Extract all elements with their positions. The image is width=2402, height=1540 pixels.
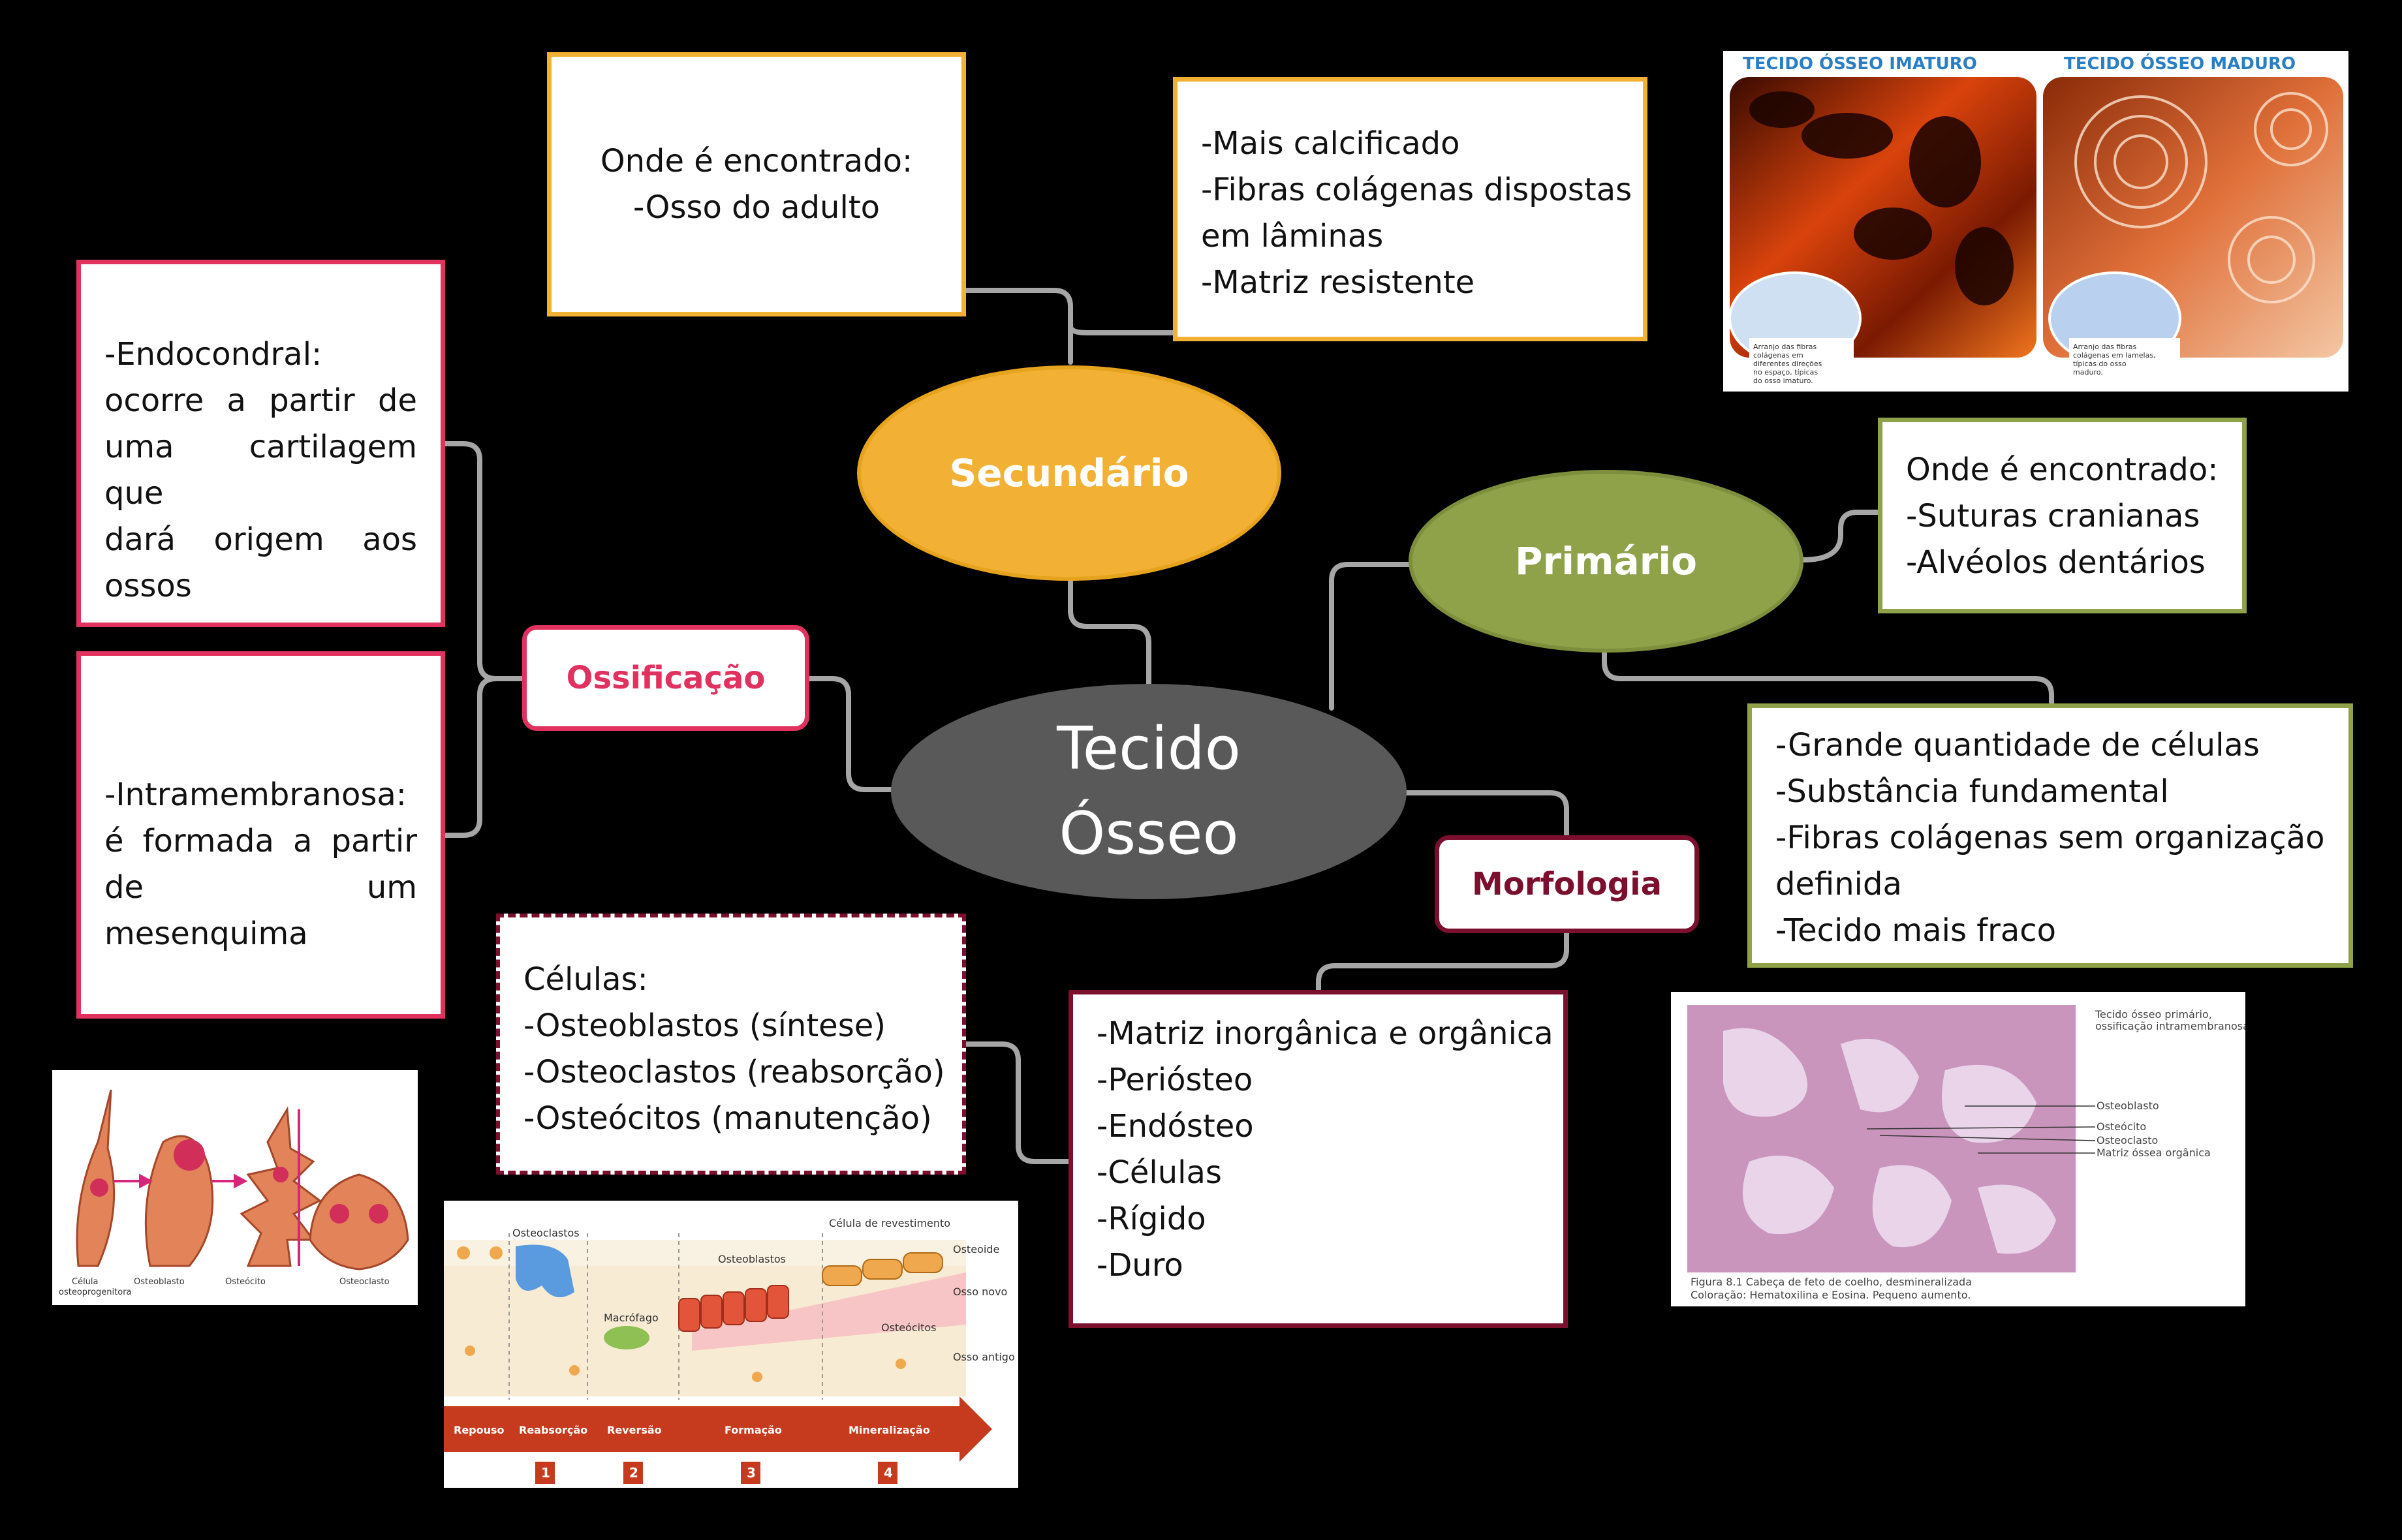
histology-label: Osteócito (2097, 1120, 2146, 1133)
secundario-feature-line: em lâminas (1201, 218, 1384, 254)
cells-line: -Osteoblastos (síntese) (523, 1008, 886, 1044)
center-title-line2: Ósseo (1059, 799, 1239, 868)
endocondral-line: uma cartilagem que (104, 429, 417, 512)
cells-line: Células: (523, 961, 648, 998)
primario-location-line: -Alvéolos dentários (1906, 544, 2206, 581)
primario-label: Primário (1515, 539, 1697, 583)
secundario-features-box: -Mais calcificado -Fibras colágenas disp… (1173, 77, 1647, 341)
endocondral-line: -Endocondral: (104, 336, 322, 373)
mature-caption-line: Arranjo das fibras (2073, 343, 2136, 351)
histology-label: Matriz óssea orgânica (2097, 1147, 2211, 1159)
primario-feature-line: -Substância fundamental (1775, 773, 2169, 810)
intramembranosa-line: de um mesenquima (104, 869, 417, 952)
primario-location-line: -Suturas cranianas (1906, 498, 2200, 534)
primario-feature-line: -Grande quantidade de células (1775, 727, 2260, 763)
morfologia-component-line: -Células (1097, 1154, 1222, 1191)
secundario-location-line: Onde é encontrado: (600, 143, 913, 179)
histology-label: Osteoclasto (2097, 1134, 2158, 1147)
intramembranosa-box: -Intramembranosa: é formada a partir de … (76, 651, 445, 1019)
remodel-step-number: 3 (747, 1465, 756, 1481)
immature-caption-line: do osso imaturo. (1753, 377, 1813, 385)
cell-label: Osteoclasto (339, 1277, 390, 1287)
remodel-label: Osteoclastos (512, 1227, 580, 1239)
secundario-feature-line: -Mais calcificado (1201, 125, 1460, 162)
intramembranosa-line: -Intramembranosa: (104, 777, 407, 813)
remodeling-figure: Osteoclastos Macrófago Osteoblastos Célu… (444, 1201, 1018, 1488)
center-title-line1: Tecido (1057, 715, 1241, 783)
remodel-label: Osso antigo (953, 1351, 1015, 1363)
remodel-phase: Formação (725, 1424, 782, 1436)
histology-title-line: Tecido ósseo primário, (2095, 1008, 2212, 1021)
remodel-label: Macrófago (604, 1312, 659, 1324)
endocondral-line: ossos (104, 568, 192, 604)
morfologia-component-line: -Rígido (1097, 1201, 1206, 1237)
morfologia-component-line: -Endósteo (1097, 1108, 1254, 1145)
morfologia-label: Morfologia (1472, 866, 1662, 902)
immature-caption-line: colágenas em (1753, 351, 1803, 360)
morfologia-node: Morfologia (1435, 835, 1699, 933)
ossificacao-node: Ossificação (522, 625, 809, 731)
morfologia-component-line: -Periósteo (1097, 1062, 1253, 1098)
morfologia-component-line: -Matriz inorgânica e orgânica (1097, 1015, 1553, 1052)
remodel-label: Osteócitos (881, 1321, 936, 1334)
primario-location-box: Onde é encontrado: -Suturas cranianas -A… (1878, 418, 2247, 613)
secundario-feature-line: -Fibras colágenas dispostas (1201, 172, 1632, 208)
remodel-label: Célula de revestimento (829, 1217, 950, 1229)
secundario-location-box: Onde é encontrado: -Osso do adulto (547, 52, 966, 316)
cell-label: osteoprogenitora (59, 1287, 132, 1297)
mature-caption-line: maduro. (2073, 368, 2103, 377)
secundario-location-line: -Osso do adulto (633, 189, 880, 226)
morfologia-component-line: -Duro (1097, 1247, 1183, 1284)
histology-caption-line: Figura 8.1 Cabeça de feto de coelho, des… (1691, 1276, 1972, 1288)
cells-line: -Osteócitos (manutenção) (523, 1100, 932, 1137)
secundario-feature-line: -Matriz resistente (1201, 264, 1475, 301)
mature-title: TECIDO ÓSSEO MADURO (2064, 53, 2296, 74)
histology-figure: Tecido ósseo primário, ossificação intra… (1671, 992, 2245, 1306)
remodel-label: Osteoide (953, 1243, 999, 1255)
remodel-label: Osso novo (953, 1286, 1007, 1298)
primario-location-line: Onde é encontrado: (1906, 452, 2219, 488)
primario-feature-line: definida (1775, 866, 1902, 902)
remodel-phase: Repouso (454, 1424, 505, 1436)
remodel-phase: Reversão (607, 1424, 662, 1436)
primario-feature-line: -Tecido mais fraco (1775, 912, 2057, 949)
immature-caption-line: diferentes direções (1753, 360, 1822, 368)
remodel-step-number: 2 (629, 1465, 638, 1481)
primario-node: Primário (1409, 470, 1803, 653)
mature-caption-line: colágenas em lamelas, (2073, 351, 2156, 360)
morfologia-cells-box: Células: -Osteoblastos (síntese) -Osteoc… (496, 914, 966, 1175)
immature-title: TECIDO ÓSSEO IMATURO (1743, 53, 1977, 74)
ossificacao-label: Ossificação (566, 660, 766, 696)
morfologia-components-box: -Matriz inorgânica e orgânica -Periósteo… (1068, 990, 1568, 1328)
endocondral-line: dará origem aos (104, 521, 417, 558)
cell-label: Osteoblasto (134, 1277, 185, 1287)
cell-label: Célula (72, 1277, 99, 1287)
endocondral-box: -Endocondral: ocorre a partir de uma car… (76, 260, 445, 627)
bone-types-figure: TECIDO ÓSSEO IMATURO TECIDO ÓSSEO MADURO… (1723, 51, 2348, 392)
center-node: Tecido Ósseo (891, 684, 1407, 899)
histology-caption-line: Coloração: Hematoxilina e Eosina. Pequen… (1691, 1289, 1971, 1301)
immature-caption-line: Arranjo das fibras (1753, 343, 1817, 351)
secundario-label: Secundário (949, 451, 1189, 495)
intramembranosa-line: é formada a partir (104, 823, 417, 859)
secundario-node: Secundário (857, 365, 1281, 581)
remodel-step-number: 1 (541, 1465, 550, 1481)
histology-label: Osteoblasto (2097, 1100, 2159, 1112)
primario-feature-line: -Fibras colágenas sem organização (1775, 820, 2325, 856)
remodel-phase: Reabsorção (519, 1424, 587, 1436)
cells-line: -Osteoclastos (reabsorção) (523, 1054, 945, 1090)
bone-cells-figure: Célula osteoprogenitora Osteoblasto Oste… (52, 1070, 418, 1305)
remodel-phase: Mineralização (849, 1424, 930, 1436)
cell-label: Osteócito (225, 1277, 266, 1287)
primario-features-box: -Grande quantidade de células -Substânci… (1747, 703, 2353, 968)
endocondral-line: ocorre a partir de (104, 382, 417, 419)
immature-caption-line: no espaço, típicas (1753, 368, 1818, 377)
remodel-label: Osteoblastos (718, 1253, 786, 1265)
mature-caption-line: típicas do osso (2073, 360, 2127, 368)
remodel-step-number: 4 (884, 1465, 893, 1481)
histology-title-line: ossificação intramembranosa (2095, 1020, 2245, 1032)
